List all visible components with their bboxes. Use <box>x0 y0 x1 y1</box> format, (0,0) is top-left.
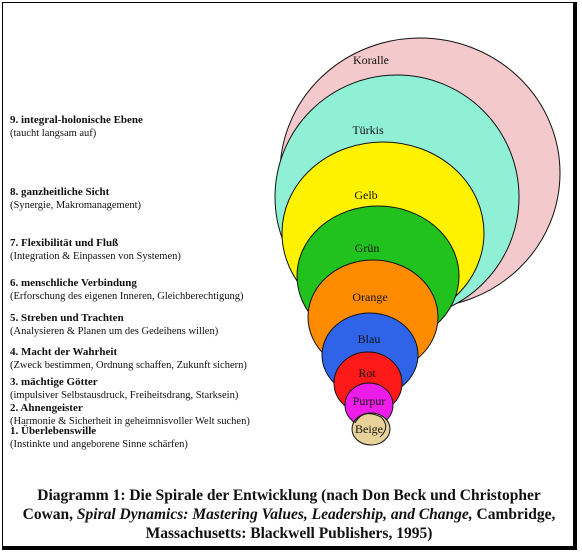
purpur-label: Purpur <box>353 394 386 408</box>
diagram-caption: Diagramm 1: Die Spirale der Entwicklung … <box>15 486 563 543</box>
level-3: 3. mächtige Götter (impulsiver Selbstaus… <box>10 376 310 402</box>
blau-label: Blau <box>358 332 381 346</box>
level-6: 6. menschliche Verbindung (Erforschung d… <box>10 277 310 303</box>
level-5: 5. Streben und Trachten (Analysieren & P… <box>10 312 310 338</box>
level-9: 9. integral-holonische Ebene (taucht lan… <box>10 114 310 140</box>
level-3-subtitle: (impulsiver Selbstausdruck, Freiheitsdra… <box>10 390 239 401</box>
diagram-frame: Koralle Türkis Gelb Grün Orange Blau Rot… <box>2 2 577 550</box>
level-1: 1. Überlebenswille (Instinkte und angebo… <box>10 425 310 451</box>
koralle-label: Koralle <box>353 53 389 67</box>
level-8: 8. ganzheitliche Sicht (Synergie, Makrom… <box>10 186 310 212</box>
level-7-subtitle: (Integration & Einpassen von Systemen) <box>10 251 181 262</box>
level-2-title: 2. Ahnengeister <box>10 402 83 414</box>
spiral-diagram: Koralle Türkis Gelb Grün Orange Blau Rot… <box>274 37 561 446</box>
level-4-title: 4. Macht der Wahrheit <box>10 346 118 358</box>
orange-label: Orange <box>352 290 387 304</box>
level-9-subtitle: (taucht langsam auf) <box>10 128 97 139</box>
tuerkis-label: Türkis <box>352 123 384 137</box>
level-8-subtitle: (Synergie, Makromanagement) <box>10 200 142 211</box>
level-5-title: 5. Streben und Trachten <box>10 312 124 324</box>
gelb-label: Gelb <box>354 188 377 202</box>
level-1-subtitle: (Instinkte und angeborene Sinne schärfen… <box>10 439 188 450</box>
rot-label: Rot <box>358 366 376 380</box>
level-6-subtitle: (Erforschung des eigenen Inneren, Gleich… <box>10 291 244 302</box>
caption-part2: Cambridge, Massachusetts: Blackwell Publ… <box>145 506 556 542</box>
level-7-title: 7. Flexibilität und Fluß <box>10 237 119 249</box>
caption-part1: Diagramm 1: Die Spirale der Entwicklung … <box>22 487 541 523</box>
level-4: 4. Macht der Wahrheit (Zweck bestimmen, … <box>10 346 310 372</box>
level-5-subtitle: (Analysieren & Planen um des Gedeihens w… <box>10 326 219 337</box>
level-4-subtitle: (Zweck bestimmen, Ordnung schaffen, Zuku… <box>10 360 247 371</box>
level-2-subtitle: (Harmonie & Sicherheit in geheimnisvolle… <box>10 416 250 427</box>
caption-book-title: Spiral Dynamics: Mastering Values, Leade… <box>76 506 473 523</box>
beige-label: Beige <box>355 422 383 436</box>
level-8-title: 8. ganzheitliche Sicht <box>10 186 110 198</box>
spiral-curl <box>354 413 387 438</box>
level-6-title: 6. menschliche Verbindung <box>10 277 137 289</box>
level-1-title: 1. Überlebenswille <box>10 425 97 437</box>
level-3-title: 3. mächtige Götter <box>10 376 98 388</box>
gruen-label: Grün <box>355 241 380 255</box>
level-9-title: 9. integral-holonische Ebene <box>10 114 143 126</box>
level-2: 2. Ahnengeister (Harmonie & Sicherheit i… <box>10 402 310 428</box>
level-7: 7. Flexibilität und Fluß (Integration & … <box>10 237 310 263</box>
